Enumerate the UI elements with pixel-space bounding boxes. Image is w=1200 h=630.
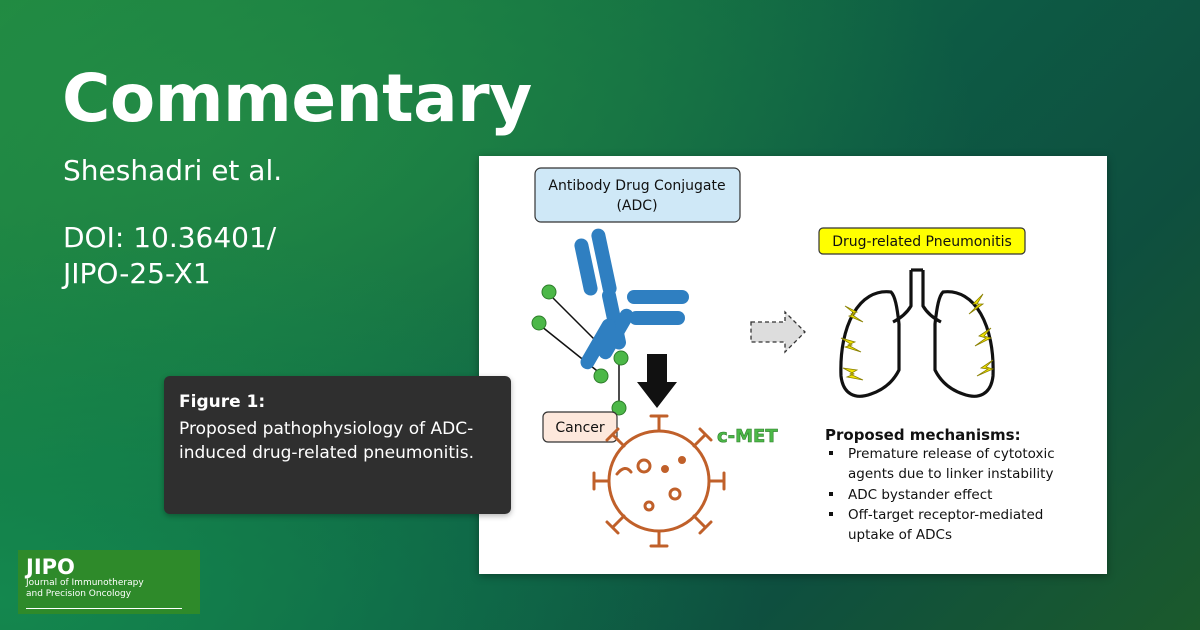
caption-title: Figure 1: <box>179 392 266 412</box>
mechanism-1-line-2: agents due to linker instability <box>848 466 1053 482</box>
pneumonitis-label: Drug-related Pneumonitis <box>832 234 1012 250</box>
logo-line-2: and Precision Oncology <box>26 589 132 599</box>
mechanisms-title: Proposed mechanisms: <box>825 426 1021 444</box>
bullet-3 <box>829 512 833 516</box>
lightning-icons <box>840 293 995 381</box>
logo-mark: JIPO <box>26 555 75 579</box>
cmet-label: c-MET <box>717 426 778 447</box>
down-arrow-icon <box>637 354 677 408</box>
antibody-icon <box>531 228 689 416</box>
cancer-cell-icon <box>592 414 726 548</box>
bullet-2 <box>829 492 833 496</box>
authors: Sheshadri et al. <box>63 154 283 187</box>
doi-line-1: DOI: 10.36401/ <box>63 221 277 254</box>
cancer-label: Cancer <box>555 420 605 436</box>
adc-label-box <box>534 167 741 223</box>
bullet-1 <box>829 451 833 455</box>
adc-label-line-2: (ADC) <box>616 198 657 214</box>
mechanism-1-line-1: Premature release of cytotoxic <box>848 446 1055 462</box>
logo-rule <box>26 608 182 609</box>
logo-line-1: Journal of Immunotherapy <box>26 578 144 588</box>
figure-caption: Figure 1: Proposed pathophysiology of AD… <box>164 376 511 514</box>
page-title: Commentary <box>62 60 532 137</box>
mechanism-3-line-1: Off-target receptor-mediated <box>848 507 1043 523</box>
figure-panel: Antibody Drug Conjugate (ADC) <box>479 156 1107 574</box>
mechanism-3-line-2: uptake of ADCs <box>848 527 952 543</box>
right-arrow-icon <box>750 310 806 354</box>
mechanism-2-line-1: ADC bystander effect <box>848 487 992 503</box>
caption-text: Proposed pathophysiology of ADC-induced … <box>179 419 474 463</box>
doi-line-2: JIPO-25-X1 <box>63 257 211 290</box>
figure-illustration: Antibody Drug Conjugate (ADC) <box>531 167 1055 548</box>
adc-label-line-1: Antibody Drug Conjugate <box>548 178 725 194</box>
journal-logo: JIPO Journal of Immunotherapy and Precis… <box>18 550 200 614</box>
cancer-label-box <box>542 411 618 443</box>
doi: DOI: 10.36401/ JIPO-25-X1 <box>63 220 363 292</box>
lungs-icon <box>839 268 995 398</box>
pneumonitis-label-box <box>818 227 1026 255</box>
mechanisms-list: Premature release of cytotoxic agents du… <box>829 446 1055 543</box>
